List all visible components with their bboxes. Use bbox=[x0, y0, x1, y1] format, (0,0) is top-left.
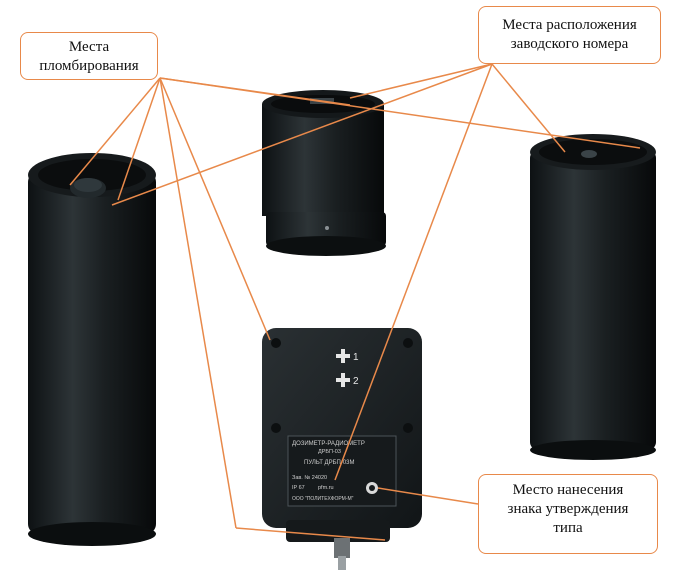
label-subtitle: ПУЛЬТ ДРБП-03М bbox=[304, 460, 355, 466]
marker-2: 2 bbox=[336, 373, 359, 387]
label-title: ДОЗИМЕТР-РАДИОМЕТР bbox=[292, 441, 365, 447]
marker-1: 1 bbox=[336, 349, 359, 363]
type-callout-line-3: типа bbox=[553, 520, 583, 536]
left-detector-cylinder bbox=[28, 153, 156, 546]
seal-locations-callout: Места пломбирования bbox=[20, 32, 158, 80]
label-serial: Зав. № 24020 bbox=[292, 475, 327, 481]
device-nameplate: ДОЗИМЕТР-РАДИОМЕТР ДРБП-03 ПУЛЬТ ДРБП-03… bbox=[287, 435, 397, 507]
label-ip: IP 67 bbox=[292, 485, 305, 491]
svg-text:2: 2 bbox=[353, 376, 359, 387]
serial-callout-line-1: Места расположения bbox=[502, 17, 637, 33]
control-panel-device: 1 2 ДОЗИМЕТР-РАДИОМЕТР ДРБП-03 ПУЛЬТ ДРБ… bbox=[262, 328, 422, 570]
type-callout-line-2: знака утверждения bbox=[507, 501, 629, 517]
serial-number-locations-callout: Места расположения заводского номера bbox=[478, 6, 661, 64]
right-detector-cylinder bbox=[530, 134, 656, 460]
middle-detector-cylinder bbox=[262, 90, 386, 256]
serial-callout-line-2: заводского номера bbox=[510, 36, 629, 52]
seal-callout-line-2: пломбирования bbox=[39, 58, 139, 74]
label-model: ДРБП-03 bbox=[318, 449, 341, 455]
label-site: pfm.ru bbox=[318, 485, 334, 491]
label-maker: ООО "ПОЛИТЕХФОРМ-М" bbox=[292, 496, 354, 502]
svg-text:1: 1 bbox=[353, 352, 359, 363]
type-callout-line-1: Место нанесения bbox=[512, 482, 624, 498]
leader-lines bbox=[69, 63, 641, 541]
type-approval-mark-callout: Место нанесения знака утверждения типа bbox=[478, 474, 658, 554]
seal-callout-line-1: Места bbox=[68, 39, 110, 55]
